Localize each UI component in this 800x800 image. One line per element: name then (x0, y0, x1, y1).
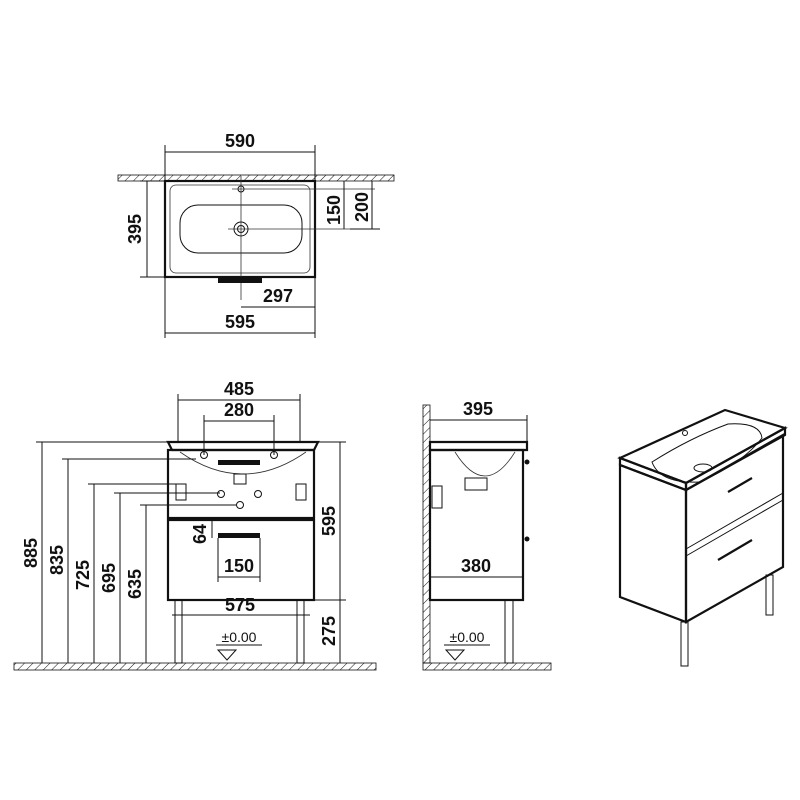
iso-lower-handle-icon (717, 539, 753, 561)
front-floor-ref-label: ±0.00 (222, 629, 257, 645)
side-bracket-icon (431, 485, 443, 509)
dim-635-label: 635 (125, 569, 145, 599)
dim-595-cab-label: 595 (319, 506, 339, 536)
front-lower-drawer (166, 518, 316, 602)
dim-side-380-label: 380 (461, 556, 491, 576)
front-drain-icon (236, 501, 244, 509)
front-countertop (166, 440, 320, 452)
side-siphon-icon (464, 477, 488, 491)
dim-395-label: 395 (125, 214, 145, 244)
iso-leg-front (680, 621, 689, 667)
dim-280-label: 280 (224, 400, 254, 420)
dim-side-395-label: 395 (463, 399, 493, 419)
side-view: 395 380 ±0.00 (422, 399, 552, 671)
front-view: 485 280 885 835 725 695 635 64 150 575 (13, 379, 377, 671)
side-countertop (428, 440, 529, 452)
dim-150-handle-label: 150 (224, 556, 254, 576)
side-leg (504, 599, 514, 664)
side-floor-hatch (422, 662, 552, 671)
dim-485-label: 485 (224, 379, 254, 399)
front-lower-handle-icon (218, 533, 260, 538)
dim-150-label: 150 (324, 195, 344, 225)
top-siphon (218, 277, 262, 283)
iso-basin (651, 423, 763, 483)
iso-drawer-divider (685, 499, 784, 557)
iso-leg-side (765, 574, 774, 616)
front-floor-hatch (13, 662, 377, 671)
side-basin-curve (454, 451, 516, 477)
iso-cabinet-front (684, 433, 785, 624)
side-front-knob-bottom-icon (524, 536, 530, 542)
dim-275-label: 275 (319, 616, 339, 646)
side-floor-marker-icon (444, 649, 466, 661)
dim-575-label: 575 (225, 595, 255, 615)
side-floor-ref-label: ±0.00 (450, 629, 485, 645)
front-floor-marker-icon (216, 649, 238, 661)
iso-upper-handle-icon (727, 477, 753, 493)
iso-drain-icon (693, 463, 713, 473)
iso-cabinet-side (618, 463, 688, 624)
dim-297-label: 297 (263, 286, 293, 306)
side-front-knob-top-icon (524, 459, 530, 465)
iso-countertop-side (684, 426, 787, 492)
top-view: 590 395 150 200 297 595 (117, 131, 395, 338)
front-leg-right (296, 599, 305, 664)
dim-835-label: 835 (47, 545, 67, 575)
dim-595-label: 595 (225, 312, 255, 332)
front-siphon-icon (233, 473, 247, 485)
dim-885-label: 885 (21, 538, 41, 568)
front-bracket-left (175, 483, 187, 501)
iso-tap-hole-icon (682, 430, 688, 436)
iso-drawer-divider-2 (685, 492, 784, 550)
dim-725-label: 725 (73, 560, 93, 590)
front-leg-left (174, 599, 183, 664)
dim-64-label: 64 (190, 524, 210, 544)
front-screw-left-icon (217, 490, 225, 498)
front-bracket-right (295, 483, 307, 501)
side-cabinet (428, 448, 525, 602)
dim-695-label: 695 (99, 563, 119, 593)
dim-200-label: 200 (352, 192, 372, 222)
isometric-view (617, 408, 788, 667)
front-upper-handle-icon (218, 460, 260, 465)
dim-590-label: 590 (225, 131, 255, 151)
front-screw-right-icon (254, 490, 262, 498)
